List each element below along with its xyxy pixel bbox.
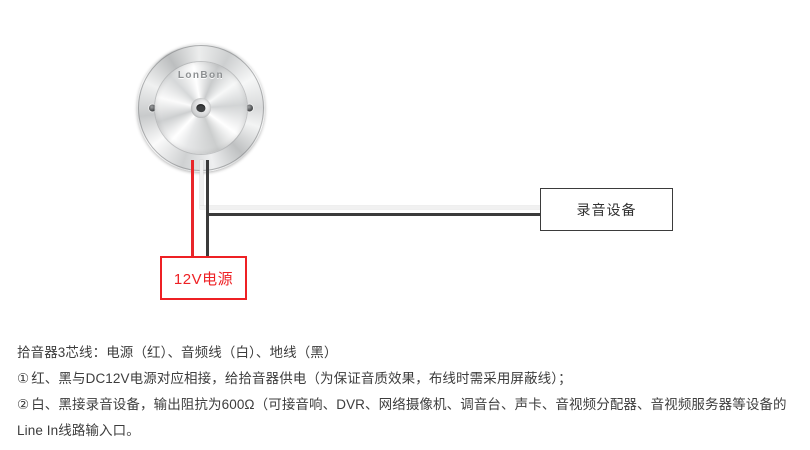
caption-line-wires: 拾音器3芯线：电源（红）、音频线（白）、地线（黑）	[17, 345, 338, 360]
microphone-port-icon	[196, 104, 206, 113]
power-supply-box: 12V电源	[160, 256, 247, 300]
wire-red-vertical	[191, 160, 194, 257]
mounting-screw-right-icon	[246, 104, 253, 112]
recording-device-box: 录音设备	[540, 188, 673, 231]
list-marker-2: ②	[17, 397, 30, 412]
pickup-microphone-device: LonBon	[137, 44, 265, 172]
recording-device-label: 录音设备	[576, 201, 637, 218]
caption-item-1-text: 红、黑与DC12V电源对应相接，给拾音器供电（为保证音质效果，布线时需采用屏蔽线…	[31, 371, 572, 386]
mounting-screw-left-icon	[149, 104, 156, 112]
wire-white-horizontal	[200, 206, 542, 209]
power-supply-label: 12V电源	[173, 270, 234, 288]
device-brand-label: LonBon	[177, 70, 225, 81]
wire-white-vertical	[200, 160, 203, 208]
wire-black-vertical	[206, 160, 209, 257]
wiring-diagram: LonBon 12V电源 录音设备	[137, 44, 673, 300]
caption-item-2-text: 白、黑接录音设备，输出阻抗为600Ω（可接音响、DVR、网络摄像机、调音台、声卡…	[17, 397, 787, 438]
list-marker-1: ①	[17, 371, 30, 386]
wire-black-horizontal	[206, 213, 542, 216]
